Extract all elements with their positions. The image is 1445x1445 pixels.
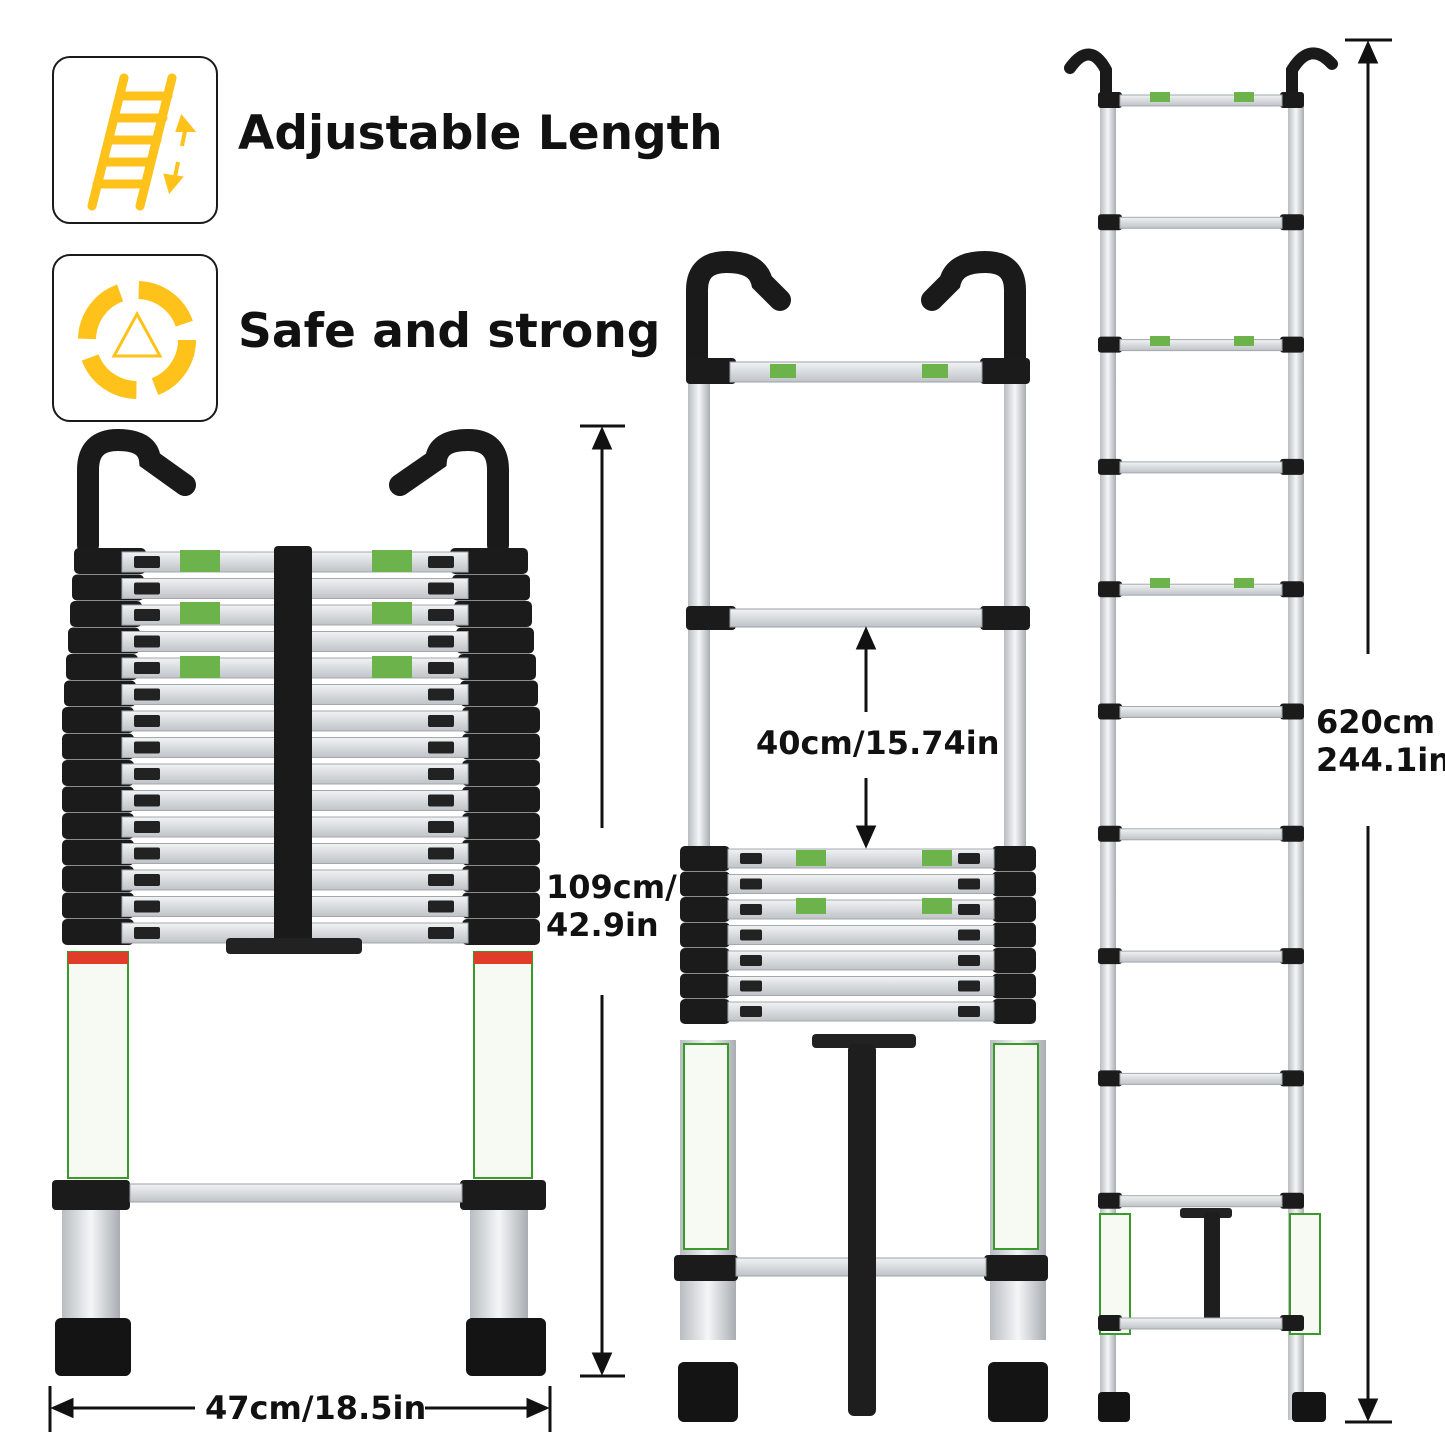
partial-ladder-sections: [680, 846, 1036, 1024]
extended-height-label: 620cm 244.1in: [1316, 703, 1445, 779]
feature-label-safe-strong: Safe and strong: [238, 304, 661, 359]
adjustable-length-box: [52, 56, 218, 224]
partial-ladder: [674, 250, 1048, 1422]
collapsed-height-label: 109cm/ 42.9in: [546, 868, 677, 944]
extended-ladder-rungs: [1098, 92, 1304, 1331]
rung-spacing-label: 40cm/15.74in: [756, 724, 1000, 762]
safety-ring-icon: [78, 281, 196, 399]
extended-ladder: [1064, 47, 1338, 1422]
feature-label-adjustable-length: Adjustable Length: [238, 106, 723, 161]
safe-strong-box: [52, 254, 218, 422]
collapsed-ladder: [52, 428, 546, 1376]
dimension-lines: [48, 38, 1392, 1432]
width-label: 47cm/18.5in: [205, 1389, 427, 1427]
collapsed-ladder-sections: [62, 546, 540, 954]
ladder-arrows-icon: [87, 73, 197, 211]
